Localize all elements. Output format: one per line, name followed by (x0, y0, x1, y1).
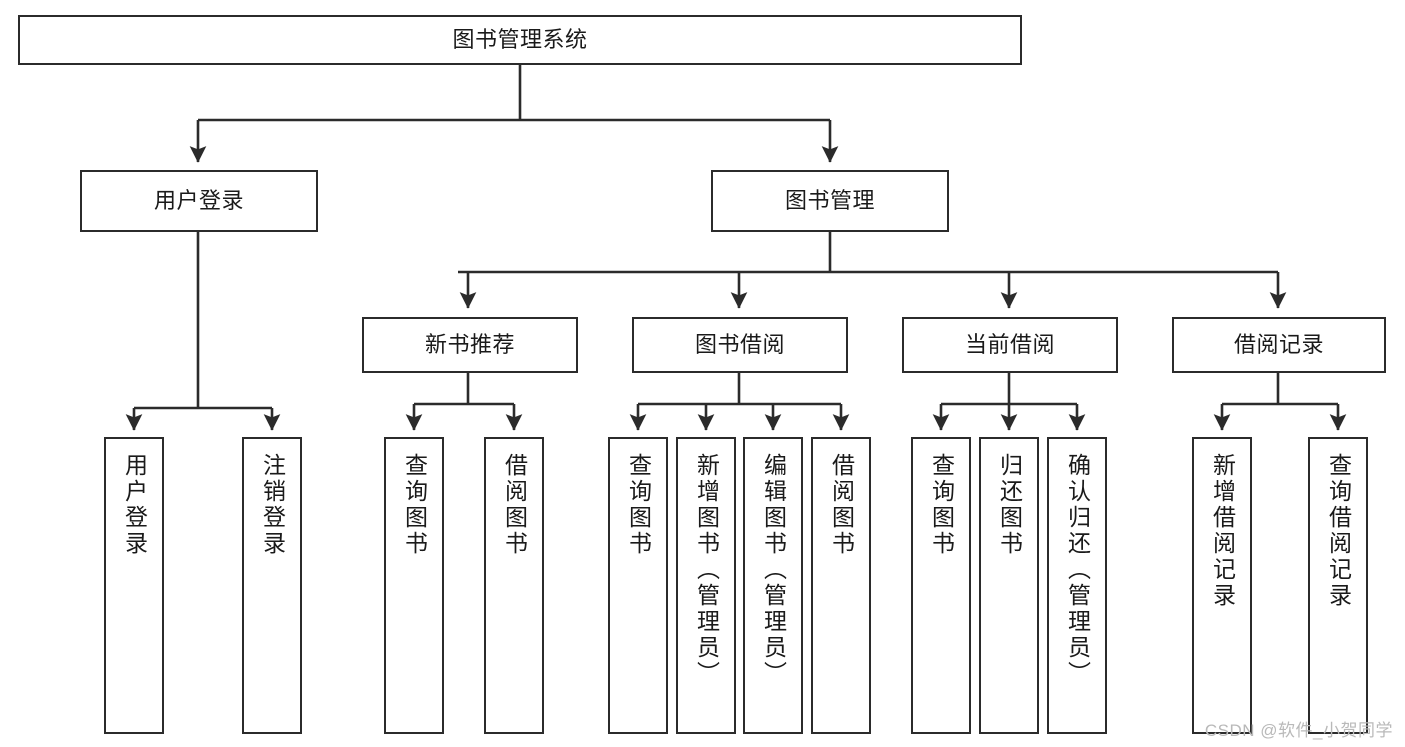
node-label: 借阅图书 (501, 453, 528, 557)
node-label: 确认归还（管理员） (1064, 453, 1091, 687)
leaf-borrow-book-borrowing[interactable]: 借阅图书 (811, 437, 871, 734)
leaf-query-book-current[interactable]: 查询图书 (911, 437, 971, 734)
node-label: 新增借阅记录 (1209, 453, 1236, 609)
node-label: 用户登录 (121, 453, 148, 557)
node-new-book-recommendation[interactable]: 新书推荐 (362, 317, 578, 373)
leaf-query-book-recommendation[interactable]: 查询图书 (384, 437, 444, 734)
leaf-user-login[interactable]: 用户登录 (104, 437, 164, 734)
node-label: 新书推荐 (424, 332, 515, 358)
leaf-query-borrow-record[interactable]: 查询借阅记录 (1308, 437, 1368, 734)
node-label: 借阅图书 (828, 453, 855, 557)
node-label: 编辑图书（管理员） (760, 453, 787, 687)
node-label: 查询图书 (401, 453, 428, 557)
leaf-add-book-admin[interactable]: 新增图书（管理员） (676, 437, 736, 734)
watermark-text: CSDN @软件_小贺同学 (1204, 721, 1393, 740)
node-label: 查询图书 (625, 453, 652, 557)
node-label: 归还图书 (996, 453, 1023, 557)
leaf-return-book[interactable]: 归还图书 (979, 437, 1039, 734)
node-label: 图书借阅 (694, 332, 785, 358)
node-user-login[interactable]: 用户登录 (80, 170, 318, 232)
node-label: 查询借阅记录 (1325, 453, 1352, 609)
node-label: 查询图书 (928, 453, 955, 557)
node-label: 图书管理 (784, 188, 875, 214)
node-borrowing-records[interactable]: 借阅记录 (1172, 317, 1386, 373)
node-label: 新增图书（管理员） (693, 453, 720, 687)
leaf-confirm-return-admin[interactable]: 确认归还（管理员） (1047, 437, 1107, 734)
leaf-borrow-book-recommendation[interactable]: 借阅图书 (484, 437, 544, 734)
node-book-management[interactable]: 图书管理 (711, 170, 949, 232)
node-root-book-management-system[interactable]: 图书管理系统 (18, 15, 1022, 65)
node-current-borrowing[interactable]: 当前借阅 (902, 317, 1118, 373)
node-label: 当前借阅 (964, 332, 1055, 358)
node-label: 借阅记录 (1233, 332, 1324, 358)
node-book-borrowing[interactable]: 图书借阅 (632, 317, 848, 373)
leaf-add-borrow-record[interactable]: 新增借阅记录 (1192, 437, 1252, 734)
leaf-query-book-borrowing[interactable]: 查询图书 (608, 437, 668, 734)
node-label: 用户登录 (153, 188, 244, 214)
leaf-edit-book-admin[interactable]: 编辑图书（管理员） (743, 437, 803, 734)
leaf-logout[interactable]: 注销登录 (242, 437, 302, 734)
node-label: 图书管理系统 (452, 27, 588, 53)
node-label: 注销登录 (259, 453, 286, 557)
